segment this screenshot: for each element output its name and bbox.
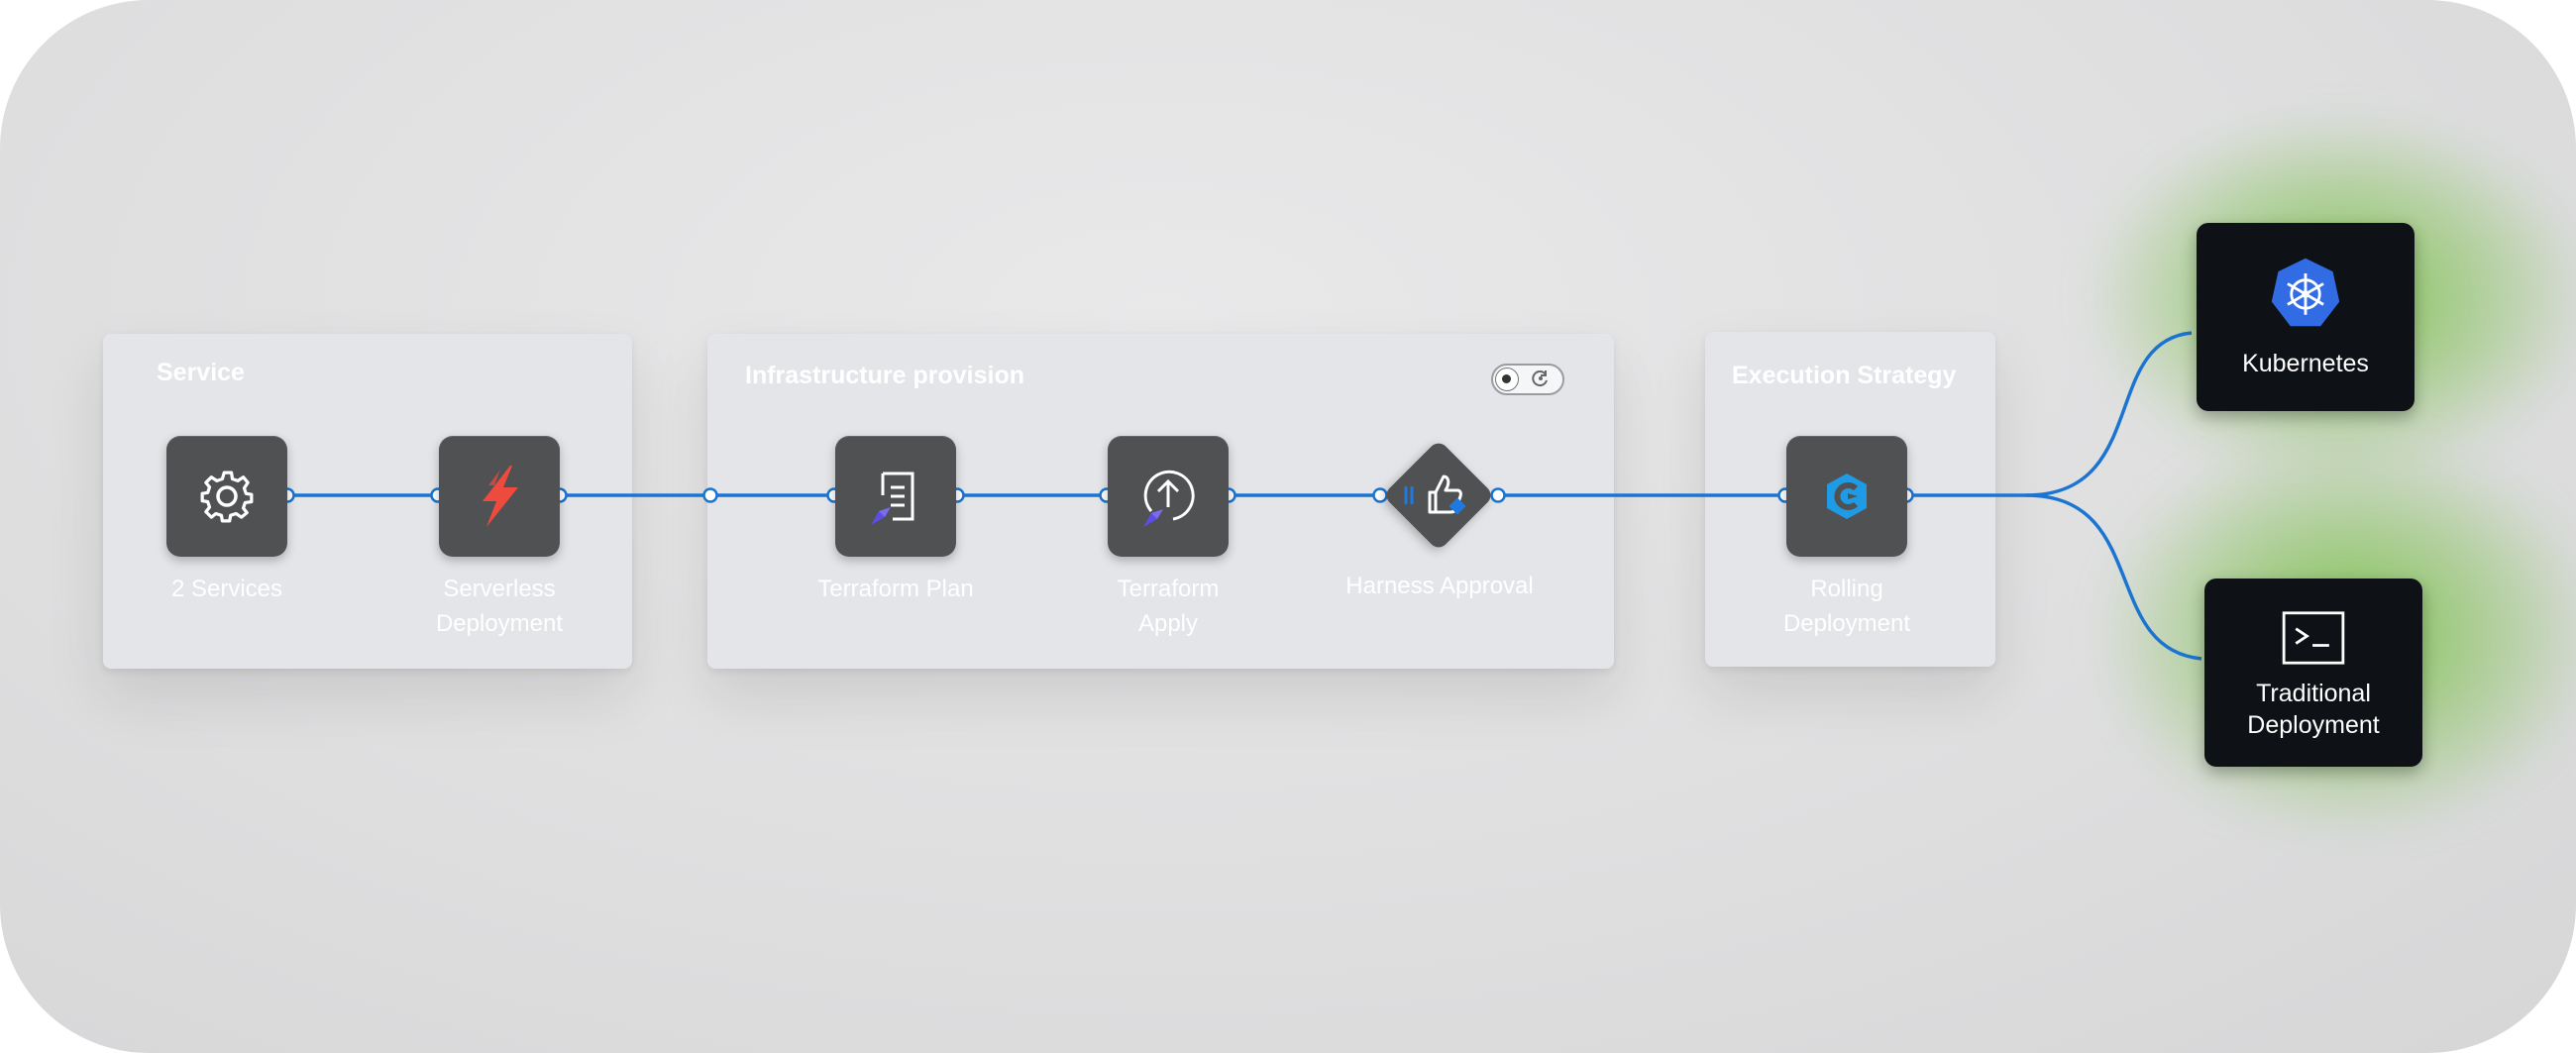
- node-2-services[interactable]: [166, 436, 287, 557]
- rolling-deployment-icon: [1827, 474, 1867, 519]
- node-label: Serverless Deployment: [435, 576, 564, 637]
- stage-run-toggle[interactable]: [1491, 364, 1564, 395]
- target-label: Traditional Deployment: [2247, 680, 2380, 739]
- stage-title: Execution Strategy: [1732, 362, 1957, 389]
- rerun-icon: [1532, 370, 1548, 387]
- thumbs-up-approval-icon: [1404, 474, 1466, 515]
- node-label: 2 Services: [170, 576, 283, 602]
- node-label: Terraform Apply: [1117, 576, 1220, 637]
- target-label: Kubernetes: [2242, 350, 2369, 377]
- terraform-plan-icon: [871, 472, 914, 525]
- target-kubernetes[interactable]: Kubernetes: [2197, 223, 2415, 411]
- node-terraform-plan[interactable]: [835, 436, 956, 557]
- kubernetes-icon: [2271, 258, 2340, 327]
- node-label: Harness Approval: [1345, 573, 1534, 599]
- stage-title: Service: [157, 359, 245, 386]
- play-icon: [1495, 368, 1519, 391]
- node-rolling-deployment[interactable]: [1786, 436, 1907, 557]
- terminal-icon: [2282, 611, 2345, 665]
- node-serverless-deployment[interactable]: [439, 436, 560, 557]
- terraform-apply-icon: [1143, 470, 1195, 527]
- node-terraform-apply[interactable]: [1108, 436, 1229, 557]
- stage-title: Infrastructure provision: [745, 362, 1024, 389]
- target-traditional-deployment[interactable]: Traditional Deployment: [2204, 579, 2422, 767]
- node-label: Terraform Plan: [817, 576, 974, 602]
- serverless-lightning-icon: [483, 466, 518, 527]
- node-label: Rolling Deployment: [1782, 576, 1911, 637]
- gear-icon: [200, 471, 254, 523]
